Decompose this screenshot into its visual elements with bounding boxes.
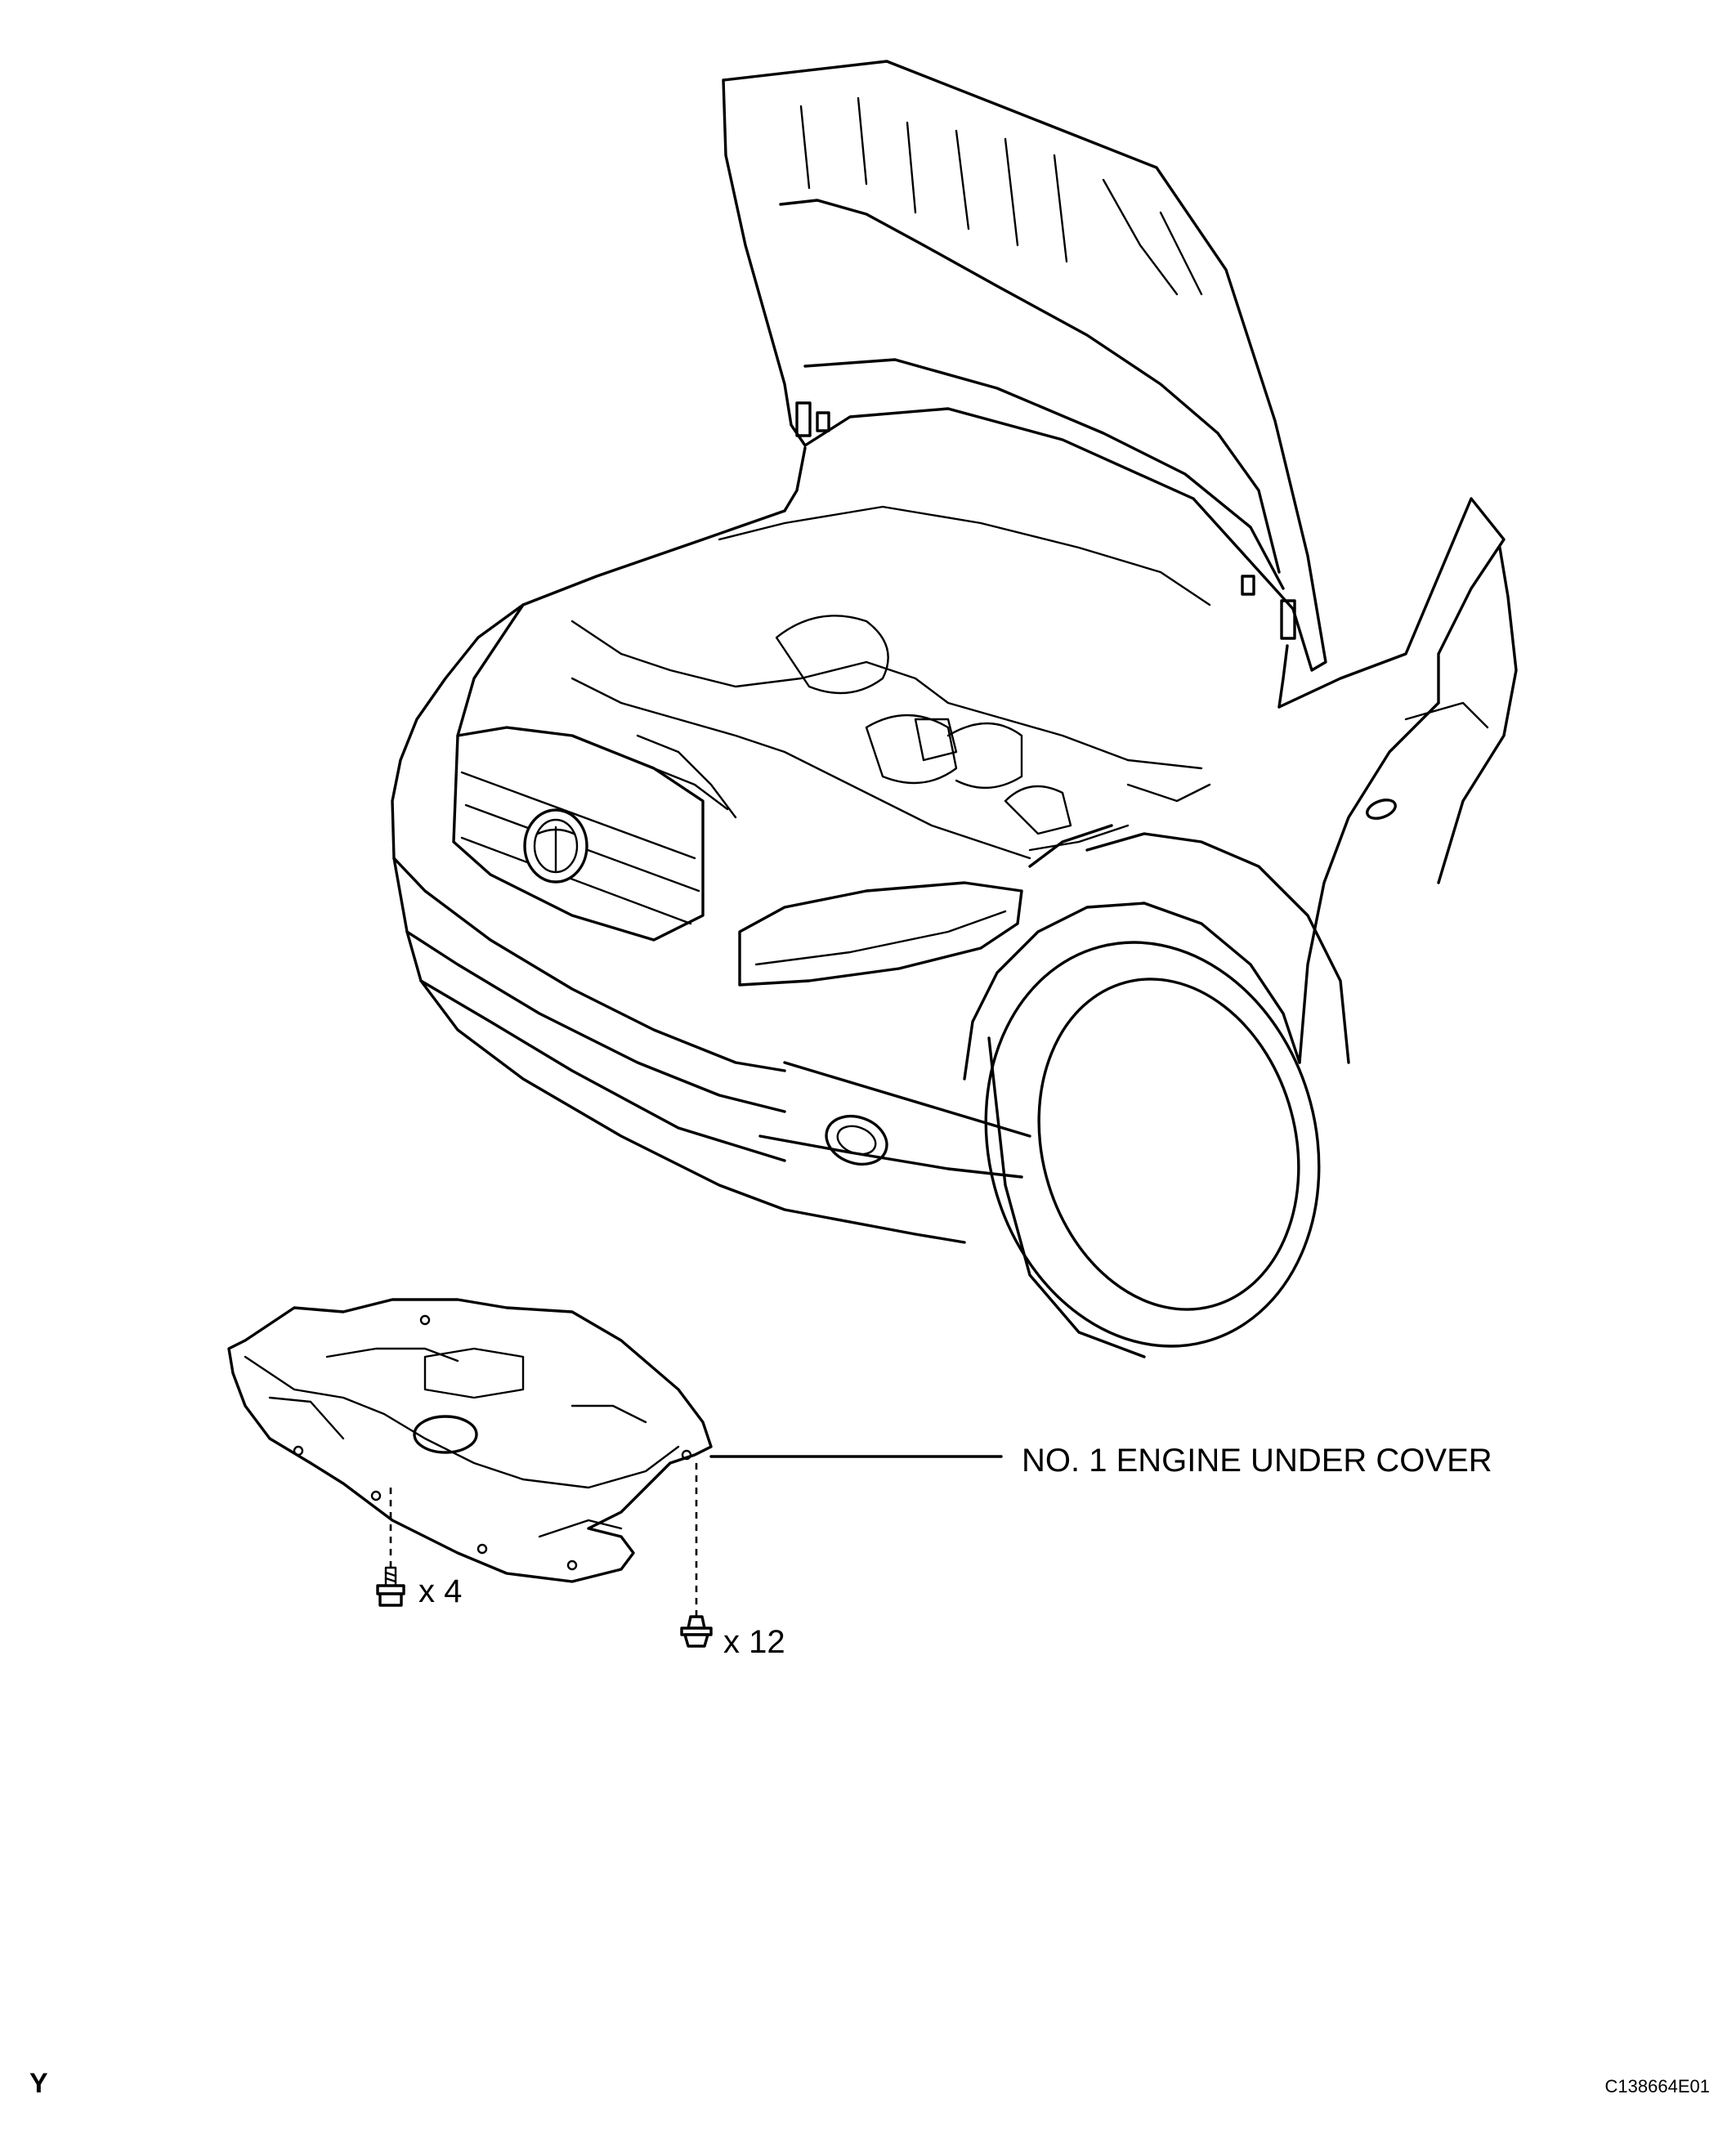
figure-code: C138664E01	[1605, 2076, 1710, 2096]
engine-under-cover-drawing	[227, 1298, 713, 1583]
corner-mark: Y	[29, 2068, 48, 2099]
bolt-quantity: x 4	[418, 1573, 462, 1609]
vehicle-front-drawing	[391, 60, 1518, 1358]
hood	[722, 60, 1327, 709]
clip-quantity: x 12	[723, 1624, 785, 1660]
bolt-icon	[376, 1566, 405, 1607]
vehicle-body	[391, 497, 1518, 1358]
clip-icon	[680, 1615, 713, 1648]
part-label: NO. 1 ENGINE UNDER COVER	[1022, 1443, 1492, 1479]
